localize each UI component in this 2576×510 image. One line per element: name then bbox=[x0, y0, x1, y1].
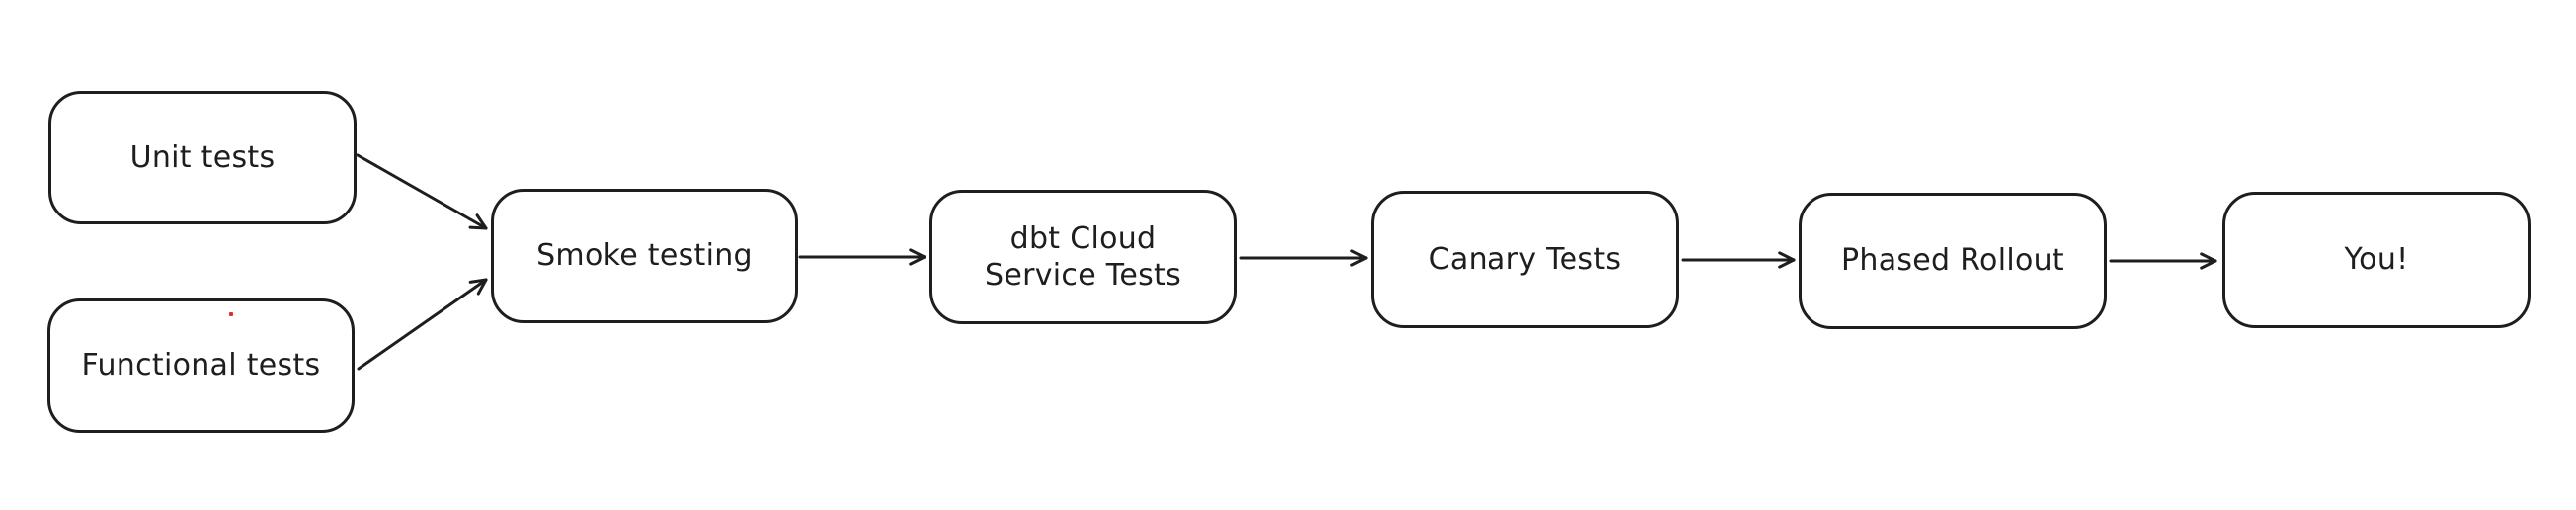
arrow-smoke-testing-to-dbt-cloud-service-tests[interactable] bbox=[798, 248, 926, 266]
arrowhead-phased-rollout bbox=[1778, 258, 1796, 269]
arrowhead-smoke-testing bbox=[475, 213, 488, 230]
arrowhead-you bbox=[2200, 259, 2217, 270]
arrowhead-phased-rollout bbox=[1778, 251, 1796, 262]
node-label-unit-tests: Unit tests bbox=[129, 139, 276, 175]
node-label-functional-tests: Functional tests bbox=[81, 348, 321, 383]
node-phased-rollout[interactable]: Phased Rollout bbox=[1799, 193, 2107, 329]
node-label-phased-rollout: Phased Rollout bbox=[1840, 243, 2064, 279]
arrowhead-canary-tests bbox=[1350, 256, 1368, 267]
node-you[interactable]: You! bbox=[2222, 192, 2531, 328]
node-canary-tests[interactable]: Canary Tests bbox=[1371, 191, 1679, 328]
arrow-canary-tests-to-phased-rollout[interactable] bbox=[1681, 251, 1796, 269]
arrowhead-you bbox=[2200, 252, 2217, 263]
node-unit-tests[interactable]: Unit tests bbox=[48, 91, 357, 224]
arrow-unit-tests-to-smoke-testing[interactable] bbox=[356, 153, 488, 230]
node-smoke-testing[interactable]: Smoke testing bbox=[491, 189, 798, 323]
arrowhead-smoke-testing bbox=[476, 278, 488, 296]
node-label-you: You! bbox=[2344, 242, 2409, 278]
arrow-dbt-cloud-service-tests-to-canary-tests[interactable] bbox=[1239, 249, 1368, 267]
stray-red-dot bbox=[229, 312, 233, 316]
arrow-phased-rollout-to-you[interactable] bbox=[2109, 252, 2217, 270]
arrow-functional-tests-to-smoke-testing[interactable] bbox=[357, 278, 488, 371]
arrowhead-smoke-testing bbox=[468, 278, 488, 284]
arrowhead-canary-tests bbox=[1350, 249, 1368, 260]
node-label-dbt-cloud-service-tests: dbt Cloud Service Tests bbox=[984, 220, 1182, 294]
arrowhead-dbt-cloud-service-tests bbox=[909, 248, 926, 259]
node-functional-tests[interactable]: Functional tests bbox=[47, 298, 355, 433]
arrowhead-dbt-cloud-service-tests bbox=[909, 255, 926, 266]
node-dbt-cloud-service-tests[interactable]: dbt Cloud Service Tests bbox=[929, 190, 1237, 324]
arrowhead-smoke-testing bbox=[468, 225, 488, 230]
node-label-canary-tests: Canary Tests bbox=[1428, 241, 1622, 277]
node-label-smoke-testing: Smoke testing bbox=[536, 238, 753, 274]
